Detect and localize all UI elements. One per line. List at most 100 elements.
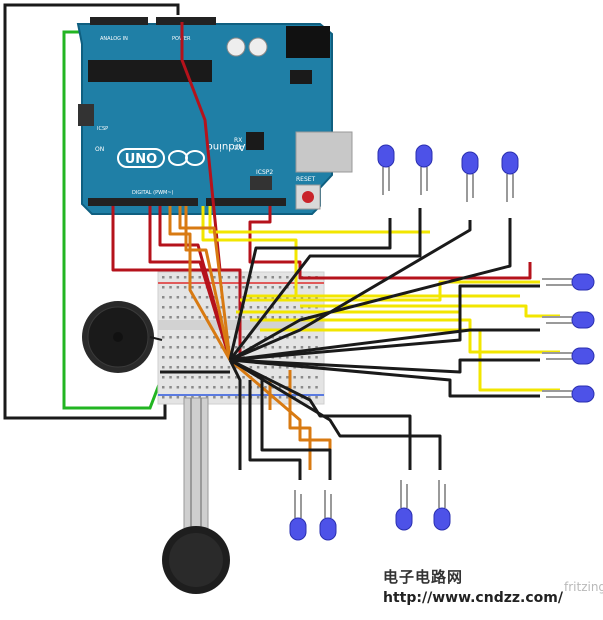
breadboard-hole [183,366,187,369]
breadboard-hole [183,286,187,289]
watermark-fritzing: fritzing [564,580,603,594]
on-label: ON [95,146,104,153]
leds [289,144,595,541]
power-header [156,17,216,25]
breadboard-hole [278,276,282,279]
breadboard-hole [198,376,201,379]
breadboard-hole [213,336,216,339]
breadboard-hole [300,316,304,319]
wire-orange [184,206,232,361]
rx-label: RX [234,137,242,144]
breadboard-hole [176,296,180,299]
breadboard-hole [176,396,180,399]
blue-led [289,490,307,541]
breadboard-hole [227,276,231,279]
wire-black [228,359,242,470]
breadboard-hole [278,386,282,389]
breadboard-hole [286,276,289,279]
breadboard-hole [191,336,194,339]
blue-led [542,311,595,329]
breadboard-hole [278,286,282,289]
breadboard-hole [249,286,253,289]
analog-label: ANALOG IN [100,36,128,42]
wires [111,22,560,480]
breadboard-hole [242,336,245,339]
blue-led [461,151,479,202]
breadboard-hole [198,276,201,279]
breadboard-hole [286,396,289,399]
breadboard-hole [169,366,172,369]
wire-yellow [208,206,430,234]
breadboard-hole [213,276,216,279]
breadboard-hole [227,296,231,299]
breadboard-hole [271,376,274,379]
breadboard-hole [198,296,201,299]
breadboard-hole [169,396,172,399]
blue-led [319,490,337,541]
breadboard-hole [183,336,187,339]
breadboard-hole [227,336,231,339]
breadboard-hole [205,336,209,339]
breadboard-hole [169,276,172,279]
breadboard-hole [293,386,296,389]
breadboard-hole [169,386,172,389]
icsp-label: ICSP [97,126,108,132]
breadboard-hole [198,356,201,359]
breadboard-hole [227,376,231,379]
breadboard-hole [191,356,194,359]
breadboard-hole [264,286,267,289]
usb-port [295,131,353,173]
breadboard-hole [227,286,231,289]
breadboard-hole [315,356,318,359]
breadboard-hole [293,346,296,349]
blue-led [542,347,595,365]
breadboard-hole [242,386,245,389]
breadboard-hole [264,366,267,369]
breadboard-hole [169,306,172,309]
breadboard-hole [213,346,216,349]
breadboard-hole [315,286,318,289]
wire-black [228,218,392,361]
breadboard-hole [271,286,274,289]
breadboard-hole [169,286,172,289]
breadboard-hole [256,276,260,279]
breadboard-hole [169,296,172,299]
breadboard-hole [293,336,296,339]
breadboard-hole [264,336,267,339]
breadboard-hole [162,276,165,279]
breadboard-hole [176,386,180,389]
reset-label: RESET [296,176,316,183]
breadboard-hole [271,316,274,319]
breadboard-hole [220,396,223,399]
breadboard-hole [176,316,180,319]
breadboard-hole [235,316,238,319]
breadboard-hole [191,276,194,279]
breadboard-hole [213,356,216,359]
breadboard-hole [162,356,165,359]
breadboard-hole [162,386,165,389]
breadboard-hole [183,396,187,399]
breadboard-hole [162,376,165,379]
breadboard-hole [278,396,282,399]
breadboard-hole [249,316,253,319]
digital-header-top2 [206,198,286,206]
breadboard-hole [205,296,209,299]
breadboard-hole [176,336,180,339]
wire-black [229,358,442,470]
breadboard-hole [176,366,180,369]
breadboard-hole [271,366,274,369]
breadboard-hole [235,376,238,379]
breadboard-hole [198,286,201,289]
tx-label: TX [233,145,242,152]
wire-red [248,206,272,264]
breadboard-hole [308,286,311,289]
breadboard-hole [235,286,238,289]
breadboard-hole [169,376,172,379]
breadboard-hole [220,306,223,309]
breadboard-hole [176,356,180,359]
breadboard-hole [169,356,172,359]
breadboard-hole [213,296,216,299]
breadboard-hole [205,386,209,389]
analog-header [90,17,148,25]
breadboard-hole [191,396,194,399]
